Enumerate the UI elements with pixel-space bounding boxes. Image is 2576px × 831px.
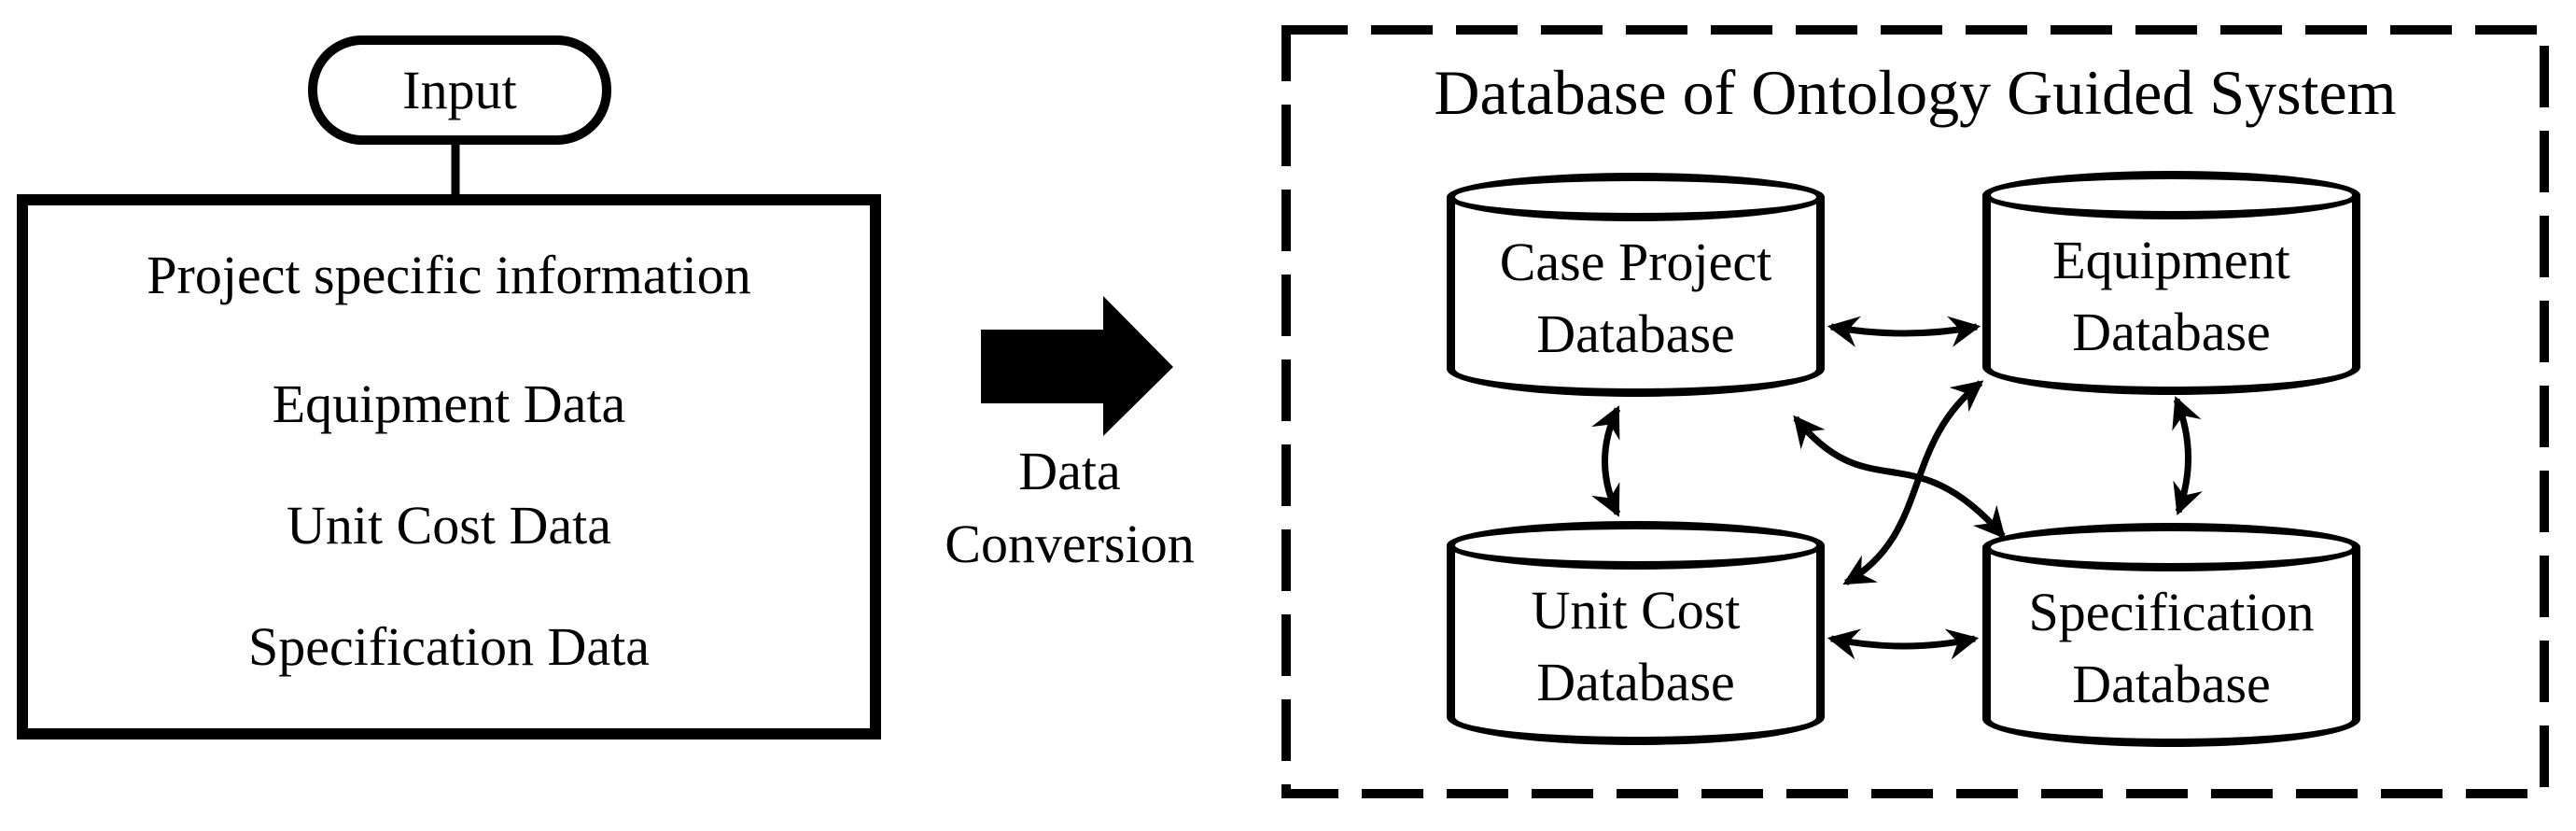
input-terminator-label: Input <box>402 60 517 120</box>
db-cylinder-equipment: Equipment Database <box>1982 171 2360 395</box>
cylinder-top-ellipse <box>1447 521 1825 570</box>
double-arrow-caseproject-unitcost-icon <box>1591 405 1621 517</box>
db-label-line1: Equipment <box>2052 230 2290 290</box>
input-data-line: Project specific information <box>147 245 751 305</box>
db-label-line2: Database <box>2072 654 2271 714</box>
database-panel-title: Database of Ontology Guided System <box>1434 57 2397 128</box>
data-conversion-label: Data Conversion <box>883 435 1256 581</box>
db-label-line2: Database <box>2072 302 2271 362</box>
cylinder-top-ellipse <box>1982 523 2360 571</box>
db-label-line1: Specification <box>2028 582 2315 642</box>
input-data-line: Specification Data <box>248 616 650 677</box>
data-conversion-label-line2: Conversion <box>945 514 1195 574</box>
input-data-line: Unit Cost Data <box>287 495 611 556</box>
double-arrow-caseproject-equipment-icon <box>1827 316 1981 347</box>
double-arrow-unitcost-specification-icon <box>1827 628 1980 660</box>
db-cylinder-label: Case Project Database <box>1447 226 1825 370</box>
db-cylinder-unit-cost: Unit Cost Database <box>1447 521 1825 745</box>
cylinder-top-ellipse <box>1447 173 1825 221</box>
db-cylinder-specification: Specification Database <box>1982 523 2360 747</box>
db-cylinder-label: Equipment Database <box>1982 224 2360 368</box>
block-arrow-icon <box>981 296 1173 436</box>
data-conversion-label-line1: Data <box>1018 441 1121 501</box>
input-terminator-shape: Input <box>308 35 611 145</box>
curved-arrow-equipment-unitcost-icon <box>1842 380 1984 586</box>
curved-arrow-caseproject-specification-icon <box>1793 415 2006 540</box>
db-cylinder-case-project: Case Project Database <box>1447 173 1825 397</box>
db-cylinder-label: Unit Cost Database <box>1447 574 1825 718</box>
input-data-box: Project specific information Equipment D… <box>17 194 881 739</box>
db-label-line1: Case Project <box>1499 232 1772 292</box>
cylinder-top-ellipse <box>1982 171 2360 219</box>
db-cylinder-label: Specification Database <box>1982 576 2360 720</box>
input-data-line: Equipment Data <box>272 373 626 434</box>
db-label-line2: Database <box>1536 652 1735 712</box>
db-label-line2: Database <box>1536 303 1735 364</box>
double-arrow-equipment-specification-icon <box>2172 396 2203 515</box>
db-label-line1: Unit Cost <box>1531 580 1741 641</box>
